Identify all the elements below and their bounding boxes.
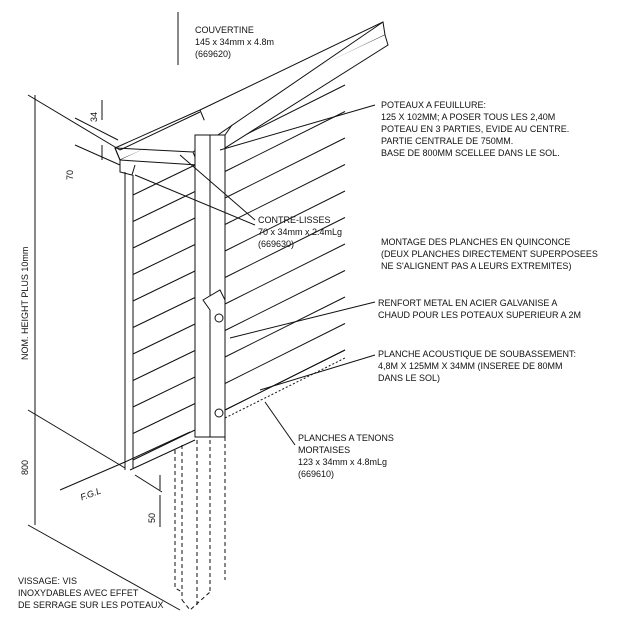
acoustic-plank (124, 349, 346, 471)
label-montage: MONTAGE DES PLANCHES EN QUINCONCE(DEUX P… (381, 237, 598, 271)
board-edge (132, 244, 196, 275)
label-poteaux: POTEAUX A FEUILLURE:125 X 102MM; A POSER… (381, 100, 570, 158)
board-edge (224, 190, 346, 252)
board-edge (224, 111, 346, 172)
dim-34: 34 (89, 111, 99, 122)
leader-lines (134, 12, 376, 446)
board-edge (224, 217, 346, 278)
dimension-lines (27, 94, 181, 611)
board-edge (132, 403, 196, 434)
board-edge (224, 296, 346, 358)
capping-rail (114, 21, 389, 166)
board-edge (224, 164, 346, 225)
post (194, 124, 233, 438)
dim-800: 800 (20, 459, 30, 475)
board-edge (224, 137, 346, 199)
dim-70: 70 (65, 169, 75, 180)
board-edge (132, 350, 196, 381)
board-edge (132, 323, 196, 355)
dim-nom-height: NOM. HEIGHT PLUS 10mm (20, 246, 30, 360)
label-planche-acoustique: PLANCHE ACOUSTIQUE DE SOUBASSEMENT:4,8M … (378, 349, 577, 383)
board-edge (224, 270, 346, 331)
board-edge (132, 270, 196, 302)
board-edge (224, 323, 346, 384)
board-edge (132, 164, 196, 196)
board-edge (132, 217, 196, 249)
board-edge (132, 376, 196, 408)
dim-50: 50 (147, 512, 157, 523)
board-edge (132, 191, 196, 222)
board-edge (224, 243, 346, 305)
post-underground (174, 437, 226, 611)
boards-left (132, 164, 196, 461)
counter-rail (119, 160, 136, 176)
board-edge (132, 297, 196, 328)
